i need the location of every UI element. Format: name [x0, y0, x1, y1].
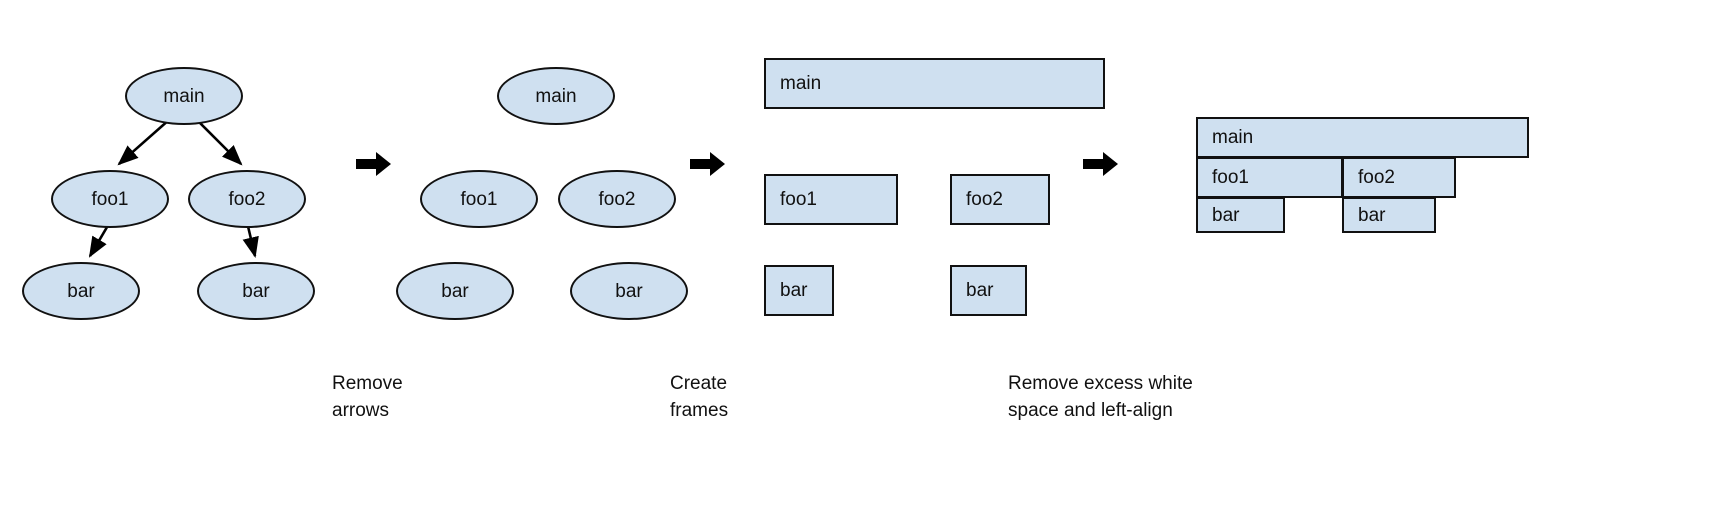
flame-foo2[interactable]: foo2 — [1342, 157, 1456, 198]
flame-foo1[interactable]: foo1 — [1196, 157, 1343, 198]
node-bar-right[interactable]: bar — [197, 262, 315, 320]
frame-bar-left[interactable]: bar — [764, 265, 834, 316]
frame-foo1[interactable]: foo1 — [764, 174, 898, 225]
flame-bar-right[interactable]: bar — [1342, 197, 1436, 233]
frame-main[interactable]: main — [764, 58, 1105, 109]
node-main[interactable]: main — [497, 67, 615, 125]
frame-foo2[interactable]: foo2 — [950, 174, 1050, 225]
frame-bar-right[interactable]: bar — [950, 265, 1027, 316]
step-arrow-icon — [690, 150, 726, 183]
caption-create-frames: Create frames — [670, 373, 729, 421]
node-main[interactable]: main — [125, 67, 243, 125]
node-bar-left[interactable]: bar — [396, 262, 514, 320]
node-foo1[interactable]: foo1 — [420, 170, 538, 228]
node-bar-right[interactable]: bar — [570, 262, 688, 320]
flame-bar-left[interactable]: bar — [1196, 197, 1285, 233]
node-bar-left[interactable]: bar — [22, 262, 140, 320]
node-foo2[interactable]: foo2 — [558, 170, 676, 228]
node-foo1[interactable]: foo1 — [51, 170, 169, 228]
step-arrow-icon — [1083, 150, 1119, 183]
node-foo2[interactable]: foo2 — [188, 170, 306, 228]
caption-remove-white-space: Remove excess white space and left-align — [1008, 373, 1193, 421]
caption-remove-arrows: Remove arrows — [332, 373, 403, 421]
edge-main-foo2 — [195, 118, 243, 166]
edge-main-foo1 — [117, 118, 171, 166]
step-arrow-icon — [356, 150, 392, 183]
flame-main[interactable]: main — [1196, 117, 1529, 158]
